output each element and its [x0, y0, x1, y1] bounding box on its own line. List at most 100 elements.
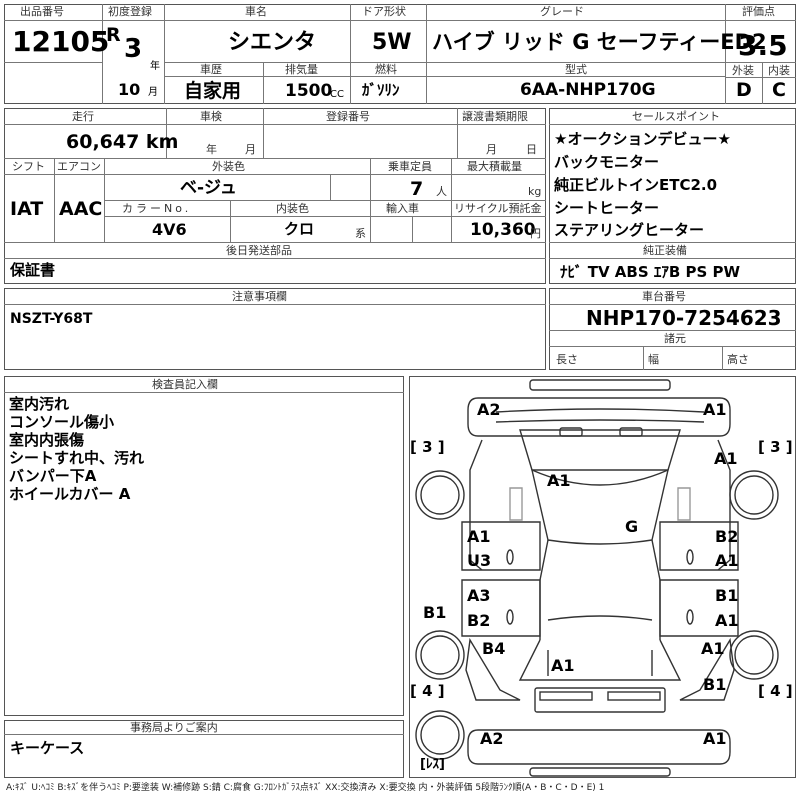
inspector-block [4, 376, 404, 716]
damage-code: A1 [467, 527, 491, 546]
reg-month: 10 [118, 80, 141, 99]
tire-label-rl: [ 4 ] [410, 682, 445, 700]
inspection-label: 車検 [200, 110, 222, 123]
lot-number: 12105 [12, 25, 110, 58]
inspector-line: 室内汚れ [9, 395, 70, 413]
intcolor-label: 内装色 [276, 202, 309, 215]
sales-item: ★オークションデビュー★ [554, 130, 731, 148]
year-unit: 年 [150, 61, 160, 72]
import-label: 輸入車 [386, 202, 419, 215]
first-reg-label: 初度登録 [108, 5, 152, 18]
grade-label: グレード [540, 5, 584, 18]
displacement-label: 排気量 [285, 63, 318, 76]
sales-block [549, 108, 796, 284]
tire-label-fl: [ 3 ] [410, 438, 445, 456]
capacity-unit: 人 [436, 185, 447, 198]
grade: ハイブ リッド G セーフティーED2 [432, 30, 767, 54]
recycle-label: リサイクル預託金 [454, 202, 542, 215]
colorno: 4V6 [152, 220, 187, 239]
tire-label-rr: [ 4 ] [758, 682, 793, 700]
mileage-label: 走行 [72, 110, 94, 123]
damage-code: U3 [467, 551, 492, 570]
score: 3.5 [738, 29, 788, 62]
recycle: 10,360 [470, 220, 536, 240]
door-type: 5W [372, 30, 412, 55]
load-label: 最大積載量 [467, 160, 522, 173]
height-label: 高さ [727, 353, 749, 366]
damage-code: A1 [701, 639, 725, 658]
damage-code: A1 [703, 729, 727, 748]
intcolor-suffix: 系 [355, 227, 366, 240]
notes-label: 注意事項欄 [232, 290, 287, 303]
chassis-label: 車台番号 [642, 290, 686, 303]
notes-block [4, 288, 546, 370]
fuel: ｶﾞｿﾘﾝ [362, 81, 400, 99]
inspector-line: ホイールカバー A [9, 485, 131, 503]
equip: ﾅﾋﾞ TV ABS ｴｱB PS PW [560, 263, 741, 281]
inspector-line: コンソール傷小 [9, 413, 115, 431]
sales-item: 純正ビルトインETC2.0 [554, 176, 718, 194]
era: R [106, 24, 121, 46]
office-block [4, 720, 404, 778]
damage-code: A2 [480, 729, 504, 748]
later-parts: 保証書 [10, 261, 56, 279]
int-grade: C [772, 79, 786, 101]
sales-item: バックモニター [554, 153, 660, 171]
office-text: キーケース [10, 739, 85, 757]
ac-label: エアコン [57, 160, 101, 173]
displacement-unit: CC [330, 89, 344, 100]
capacity: 7 [410, 178, 424, 200]
capacity-label: 乗車定員 [388, 160, 432, 173]
chassis-block [549, 288, 796, 370]
model-label: 型式 [565, 63, 587, 76]
recycle-unit: 円 [530, 227, 541, 240]
damage-code: A1 [715, 551, 739, 570]
intcolor: クロ [284, 220, 315, 238]
history: 自家用 [184, 80, 242, 102]
inspector-label: 検査員記入欄 [152, 378, 218, 391]
door-label: ドア形状 [362, 5, 406, 18]
insp-year-unit: 年 [206, 143, 217, 156]
sales-item: ステアリングヒーター [554, 221, 705, 239]
colorno-label: カラーNo. [122, 202, 192, 215]
transfer-day-unit: 日 [526, 143, 537, 156]
ext-grade: D [736, 79, 752, 101]
int-label: 内装 [768, 64, 790, 77]
damage-code: A1 [547, 471, 571, 490]
mileage: 60,647 km [66, 131, 179, 153]
ac: AAC [59, 198, 103, 220]
header-block [4, 4, 796, 104]
color-label: 外装色 [212, 160, 245, 173]
inspector-line: 室内内張傷 [9, 431, 85, 449]
insp-month-unit: 月 [245, 143, 256, 156]
chassis-number: NHP170-7254623 [586, 306, 782, 330]
damage-code: A3 [467, 586, 491, 605]
model: 6AA-NHP170G [520, 80, 656, 100]
load-unit: kg [528, 185, 542, 198]
transfer-month-unit: 月 [486, 143, 497, 156]
damage-code: B2 [467, 611, 491, 630]
car-name: シエンタ [228, 30, 317, 55]
length-label: 長さ [556, 353, 578, 366]
damage-code: A1 [715, 611, 739, 630]
damage-code: B1 [715, 586, 739, 605]
legend: A:ｷｽﾞ U:ﾍｺﾐ B:ｷｽﾞを伴うﾍｺﾐ P:要塗装 W:補修跡 S:錆 … [6, 783, 605, 793]
displacement: 1500 [285, 81, 333, 101]
spec-label: 諸元 [664, 332, 686, 345]
fuel-label: 燃料 [375, 63, 397, 76]
damage-code: A2 [477, 400, 501, 419]
reg-number-label: 登録番号 [326, 110, 370, 123]
width-label: 幅 [648, 353, 659, 366]
detail-block [4, 108, 546, 284]
damage-code: A1 [714, 449, 738, 468]
car-diagram [409, 376, 796, 778]
damage-code: B2 [715, 527, 739, 546]
damage-code: B1 [423, 603, 447, 622]
office-label: 事務局よりご案内 [130, 721, 218, 734]
sales-item: シートヒーター [554, 199, 660, 217]
shift: IAT [10, 198, 44, 220]
inspector-line: バンパー下A [9, 467, 97, 485]
sales-label: セールスポイント [632, 110, 720, 123]
damage-code: G [625, 517, 639, 536]
